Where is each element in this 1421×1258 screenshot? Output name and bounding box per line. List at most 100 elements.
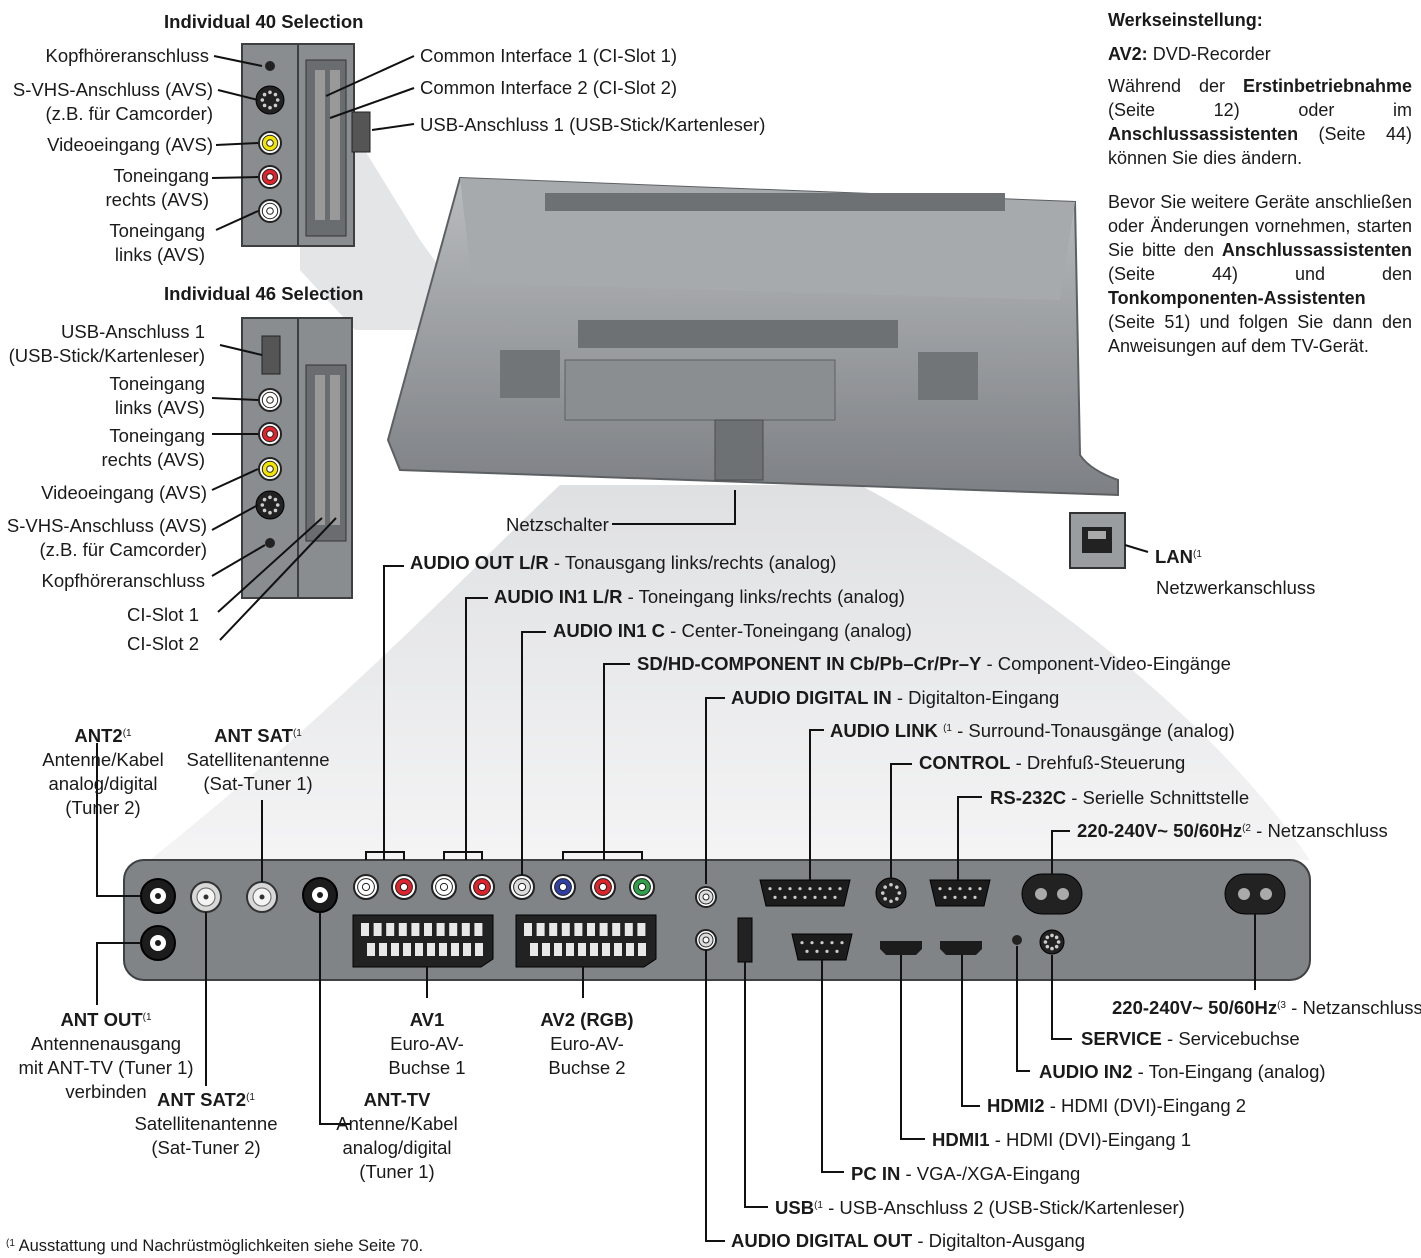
leader-line-23 [809,729,824,880]
antout-connector-pin [155,940,161,946]
rs232c-connector-pin-bottom [943,895,947,899]
pc-in-connector-pin-top [840,941,844,945]
lan-name: LAN [1155,546,1194,567]
av2-scart [515,914,657,968]
top-label-4-bold: AUDIO DIGITAL IN [731,687,892,708]
audio-out-l-jack [353,874,379,900]
bottom-label-2-text: - Ton-Eingang (analog) [1132,1061,1326,1082]
av1-scart-pin-bottom [463,943,471,956]
hdmi1-connector-shell [880,941,922,955]
ind46-svhs-jack [255,490,285,520]
leader-line-17 [1124,544,1149,553]
av1-scart-pin-bottom [415,943,423,956]
bottom-label-3-bold: HDMI2 [987,1095,1045,1116]
lan-sup: (1 [1193,549,1202,560]
top-label-3-text: - Component-Video-Eingänge [981,653,1231,674]
top-label-2: AUDIO IN1 C - Center-Toneingang (analog) [553,619,912,643]
antout-line-1: mit ANT-TV (Tuner 1) [18,1057,194,1078]
av1-scart-pin-top [386,923,395,936]
anttv-line-0: Antenne/Kabel [336,1113,458,1134]
top-label-4: AUDIO DIGITAL IN - Digitalton-Eingang [731,686,1059,710]
leader-line-0 [213,55,263,67]
av1-scart-pin-top [436,923,445,936]
leader-line-42 [821,960,844,1173]
component-y-jack [629,874,655,900]
footnote-sup: (1 [6,1238,15,1249]
bottom-label-5-text: - VGA-/XGA-Eingang [900,1163,1081,1184]
service-connector-pin [1054,935,1059,940]
top-label-5-text: - Surround-Tonausgänge (analog) [951,720,1235,741]
leader-line-5 [325,55,415,97]
antout-line-0: Antennenausgang [30,1033,182,1054]
av1-scart-pin-bottom [391,943,399,956]
ind46-audio-r-jack [258,422,282,446]
control-connector-pin [880,891,885,895]
audio-digital-out-jack [695,929,717,951]
av1-scart-pin-top [424,923,432,936]
anttv-line-2: (Tuner 1) [359,1161,435,1182]
av2-line-0: Euro-AV- [550,1033,624,1054]
audio-link-connector-pin-bottom [793,895,797,899]
panel-connectors [140,61,1286,968]
ind46-svhs-jack-pin [273,497,278,502]
lan-port [1069,512,1126,569]
rs232c-connector-pin-bottom [963,895,967,899]
av1-scart [352,914,494,968]
ant2-line-1: analog/digital [48,773,158,794]
ind46-svhs-jack-pin [273,508,278,513]
av2-scart-pin-top [599,923,608,936]
service-connector-pin [1050,946,1054,951]
antout-connector [140,925,176,961]
av2-scart-pin-top [574,923,583,936]
antout-line-2: verbinden [65,1081,147,1102]
ind46-svhs-jack-pin [268,510,272,515]
ind46-label-7: S-VHS-Anschluss (AVS) [6,515,207,536]
leader-line-16 [612,490,736,525]
leader-line-18 [383,565,404,860]
av1-scart-pin-top [398,923,407,936]
av2-scart-pin-bottom [590,943,598,956]
ind40-right-1: Common Interface 2 (CI-Slot 2) [420,77,678,98]
leader-line-14 [217,517,323,613]
antsat2-name: ANT SAT2 [157,1089,247,1110]
audio-link-connector-pin-top [798,887,802,891]
av2-scart-pin-top [612,923,621,936]
footnote-text: Ausstattung und Nachrüstmöglichkeiten si… [18,1237,424,1255]
top-label-3: SD/HD-COMPONENT IN Cb/Pb–Cr/Pr–Y - Compo… [637,652,1231,676]
ant2-line-2: (Tuner 2) [65,797,141,818]
bottom-label-4: HDMI1 - HDMI (DVI)-Eingang 1 [932,1128,1191,1152]
ind40-svhs-jack-pin [268,90,272,95]
leader-line-30 [96,743,141,897]
component-y-jack-pin [637,882,647,892]
power-connector-2-pin-left [1238,888,1250,900]
bottom-label-6-sup: (1 [814,1200,823,1211]
audio-in1-r-jack [469,874,495,900]
leader-line-34 [319,913,350,1125]
leader-line-22 [705,697,725,884]
leader-line-19 [465,597,488,860]
audio-link-connector-pin-top [828,887,832,891]
antsat-line-0: Satellitenantenne [186,749,330,770]
antsat2-line-0: Satellitenantenne [134,1113,278,1134]
ind40-headphone-jack [265,61,275,71]
power-connector-2-pin-right [1260,888,1272,900]
note-p1b: Erstinbetriebnahme [1242,76,1412,96]
ind40-label-7: links (AVS) [114,244,205,265]
av2-label: AV2 (RGB)Euro-AV-Buchse 2 [522,1008,652,1080]
ind46-svhs-jack-pin [268,495,272,500]
ind46-label-4: Toneingang [109,425,205,446]
antsat-name: ANT SAT [214,725,293,746]
av1-scart-shell [352,914,494,968]
leader-line-2 [215,142,259,146]
service-connector-pin [1050,933,1054,938]
leader-line-21 [603,663,630,860]
ind40-svhs-jack-pin [260,98,265,102]
ind46-label-5: rechts (AVS) [101,449,205,470]
rs232c-connector [929,879,991,907]
ant2-name: ANT2 [74,725,123,746]
bottom-label-1: SERVICE - Servicebuchse [1081,1027,1300,1051]
top-label-0: AUDIO OUT L/R - Tonausgang links/rechts … [410,551,836,575]
service-connector [1039,929,1065,955]
